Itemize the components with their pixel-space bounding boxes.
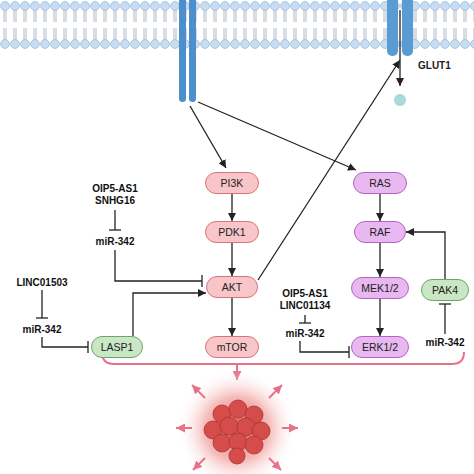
glucose-molecule (394, 94, 406, 106)
tumor-cell (229, 400, 247, 418)
inhibition-line (444, 304, 445, 334)
pathway-node: PDK1 (205, 221, 259, 243)
inhibition-line (304, 315, 305, 323)
activation-arrow (258, 60, 400, 280)
glucose-uptake-arrow (399, 10, 400, 86)
node-label: mTOR (217, 341, 248, 353)
pathway-node: ERK1/2 (351, 336, 409, 358)
spread-arrow (192, 385, 205, 398)
spread-arrows (176, 385, 298, 470)
tumor-cells (204, 400, 270, 464)
spread-arrow (282, 427, 298, 429)
rna-label: miR-342 (275, 328, 335, 340)
rna-label: LINC01503 (7, 277, 77, 289)
pathway-node: MEK1/2 (351, 277, 409, 299)
inhibition-bar (299, 322, 311, 323)
inhibition-bar (36, 317, 48, 318)
receptor-chain (179, 0, 186, 102)
inhibition-bar (439, 303, 451, 304)
rna-label: miR-342 (85, 236, 145, 248)
node-label: MEK1/2 (361, 282, 398, 294)
pathway-node: PI3K (205, 172, 259, 194)
spread-arrow (269, 385, 282, 398)
inhibition-lines (36, 210, 451, 358)
rna-label: miR-342 (12, 324, 72, 336)
tumor-cell (229, 448, 245, 464)
inhibition-bar (109, 229, 121, 230)
node-label: AKT (222, 281, 242, 293)
node-label: PAK4 (432, 284, 458, 296)
node-label: PI3K (221, 177, 244, 189)
inhibition-line (41, 290, 42, 318)
pathway-node: AKT (206, 276, 258, 298)
inhibition-line (300, 341, 349, 352)
inhibition-bar (87, 341, 88, 353)
transporter-half (402, 0, 413, 56)
activation-arrow (231, 243, 232, 276)
node-label: ERK1/2 (362, 341, 398, 353)
tumor-illustration (176, 369, 298, 474)
merge-bracket (102, 352, 464, 364)
tumor-cell (245, 436, 263, 454)
inhibition-line (42, 337, 88, 347)
glucose-transporter: GLUT1 (386, 0, 414, 60)
activation-arrow (406, 232, 445, 279)
node-label: LASP1 (101, 341, 134, 353)
inhibition-line (115, 250, 202, 281)
tumor-cell (213, 434, 231, 452)
pathway-node: LASP1 (91, 336, 143, 358)
node-label: PDK1 (218, 226, 245, 238)
activation-arrow (198, 102, 356, 170)
transporter-shape (386, 0, 414, 60)
activation-arrow (190, 106, 226, 168)
spread-arrow (193, 458, 205, 470)
activation-arrow (133, 293, 206, 336)
activation-arrow (379, 299, 380, 336)
pathway-node: mTOR (205, 336, 259, 358)
rna-label: OIP5-AS1 SNHG16 (84, 183, 146, 207)
activation-arrow (231, 194, 232, 221)
node-label: GLUT1 (418, 60, 451, 71)
pathway-node: PAK4 (421, 279, 469, 301)
node-label: RAF (370, 226, 391, 238)
activation-arrow (379, 243, 380, 277)
activation-arrow (379, 194, 380, 221)
transporter-half (387, 0, 398, 56)
inhibition-line (114, 210, 115, 230)
rna-label: OIP5-AS1 LINC01134 (271, 288, 339, 312)
inhibition-bar (348, 346, 349, 358)
node-label: RAS (369, 177, 391, 189)
activation-arrow (231, 298, 232, 336)
tumor-glow (177, 369, 297, 474)
pathway-node: RAS (353, 172, 407, 194)
spread-arrow (176, 427, 192, 429)
receptor-chain (189, 0, 196, 102)
receptor-symbol (179, 0, 196, 102)
rna-label: miR-342 (415, 337, 474, 349)
pathway-node: RAF (354, 221, 406, 243)
tumor-cell (220, 417, 238, 435)
inhibition-bar (201, 275, 202, 287)
spread-arrow (269, 458, 281, 470)
